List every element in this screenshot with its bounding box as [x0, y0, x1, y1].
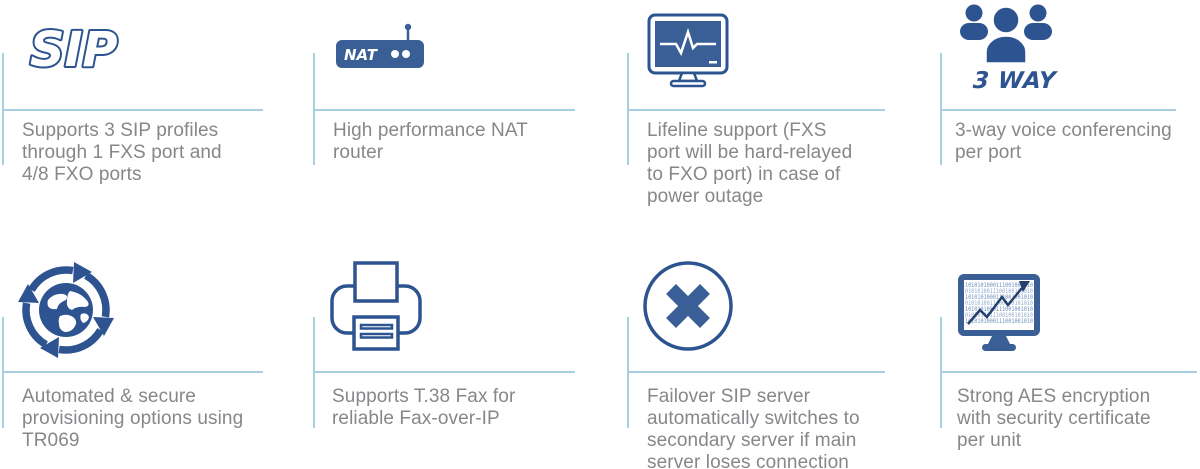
binary-row: 1010101000111001001010	[965, 282, 1033, 289]
conference-people-icon	[955, 2, 1057, 73]
binary-row: 0101010011100100101010	[965, 288, 1033, 295]
feature-description: Supports 3 SIP profiles through 1 FXS po…	[22, 120, 222, 185]
feature-description: Strong AES encryption with security cert…	[957, 386, 1151, 451]
fax-machine-icon	[330, 260, 422, 357]
monitor-pulse-icon	[646, 12, 730, 95]
sip-logo-icon: SIP	[24, 16, 120, 83]
feature-description: 3-way voice conferencing per port	[955, 120, 1172, 163]
separator-horizontal	[2, 109, 263, 111]
separator-horizontal	[2, 371, 263, 373]
nat-router-text: NAT	[344, 46, 379, 64]
binary-row: 1010101000111001001010	[965, 318, 1033, 325]
three-way-label: 3 WAY	[972, 68, 1057, 94]
binary-row: 1010101000111001001010	[965, 294, 1033, 301]
separator-horizontal	[627, 109, 885, 111]
encryption-monitor-icon: 1010101000111001001010 01010100111001001…	[956, 272, 1042, 357]
separator-horizontal	[313, 109, 575, 111]
binary-row: 0101010011100100101010	[965, 300, 1033, 307]
separator-horizontal	[940, 371, 1197, 373]
sip-logo-text: SIP	[30, 22, 118, 78]
failover-x-circle-icon	[641, 259, 735, 358]
feature-description: Supports T.38 Fax for reliable Fax-over-…	[332, 386, 516, 429]
separator-horizontal	[313, 371, 575, 373]
feature-description: Failover SIP server automatically switch…	[647, 386, 860, 469]
globe-provisioning-icon	[18, 258, 114, 363]
separator-horizontal	[940, 109, 1176, 111]
binary-row: 1010101000111001001010	[965, 306, 1033, 313]
separator-horizontal	[627, 371, 885, 373]
binary-row: 0101010011100100101010	[965, 312, 1033, 319]
feature-description: Lifeline support (FXS port will be hard-…	[647, 120, 853, 207]
feature-description: High performance NAT router	[333, 120, 528, 163]
feature-description: Automated & secure provisioning options …	[22, 386, 244, 451]
nat-router-icon: NAT	[334, 22, 428, 75]
